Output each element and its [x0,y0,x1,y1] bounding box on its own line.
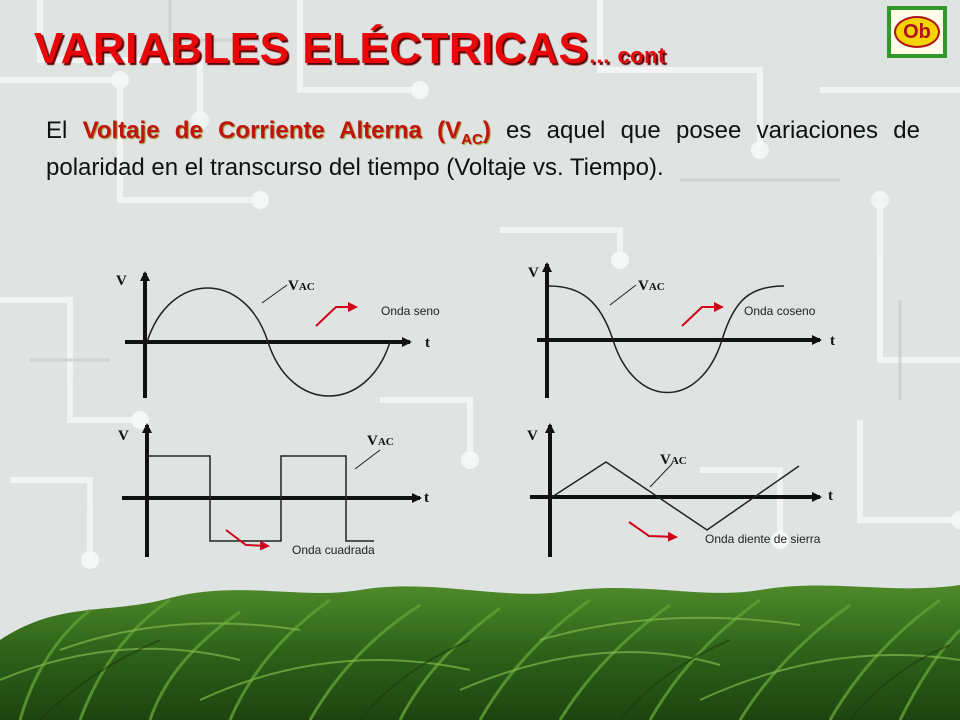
square-wave [149,455,374,542]
body-prefix: El [46,117,83,144]
square-vac-sub: AC [378,436,394,448]
sine-vac-label: VAC [288,278,315,294]
sawtooth-vac-pointer [649,463,673,488]
sine-wave [146,287,391,397]
logo-text: Ob [894,16,940,48]
logo-badge: Ob [887,6,947,58]
title-main: VARIABLES ELÉCTRICAS [34,24,589,73]
cosine-vac-sub: AC [649,281,665,293]
diagram-square: V t VAC Onda cuadrada [118,423,429,557]
sine-y-label: V [116,273,127,289]
highlight-text: Voltaje de Corriente Alterna (V [82,117,462,144]
sine-x-label: t [425,335,430,351]
cosine-vac-pointer [609,284,637,306]
highlight-end: ) [482,117,491,144]
diagram-cosine: V t VAC Onda coseno [528,262,835,398]
sine-caption: Onda seno [381,304,440,318]
square-vac-v: V [367,433,378,449]
highlight-subscript: AC [461,130,483,148]
diagram-sine: V t VAC Onda seno [116,271,440,398]
cosine-x-label: t [830,333,835,349]
cosine-vac-v: V [638,278,649,294]
square-y-label: V [118,428,129,444]
square-caption: Onda cuadrada [292,543,375,557]
body-highlight: Voltaje de Corriente Alterna (VAC) [82,117,491,147]
sawtooth-caption: Onda diente de sierra [705,532,821,546]
title-suffix: … cont [588,43,666,68]
sawtooth-y-label: V [527,428,538,444]
sine-vac-sub: AC [299,281,315,293]
square-vac-label: VAC [367,433,394,449]
square-x-label: t [424,490,429,506]
sawtooth-vac-v: V [660,452,671,468]
body-paragraph: El Voltaje de Corriente Alterna (VAC) es… [46,112,920,186]
sawtooth-vac-sub: AC [671,455,687,467]
square-red-arrow [225,529,270,551]
sawtooth-wave [551,461,800,531]
square-vac-pointer [354,449,381,470]
cosine-red-arrow [681,302,724,327]
sawtooth-red-arrow [628,521,678,542]
cosine-y-label: V [528,265,539,281]
sine-vac-v: V [288,278,299,294]
sine-red-arrow [315,302,358,327]
diagram-sawtooth: V t VAC Onda diente de sierra [527,423,833,557]
body-rest: es aquel que posee variaciones de polari… [46,117,920,181]
cosine-caption: Onda coseno [744,304,816,318]
sawtooth-vac-label: VAC [660,452,687,468]
slide-title: VARIABLES ELÉCTRICAS… cont [34,24,666,74]
sawtooth-x-label: t [828,488,833,504]
sine-vac-pointer [261,284,288,304]
cosine-wave [548,285,785,394]
cosine-vac-label: VAC [638,278,665,294]
